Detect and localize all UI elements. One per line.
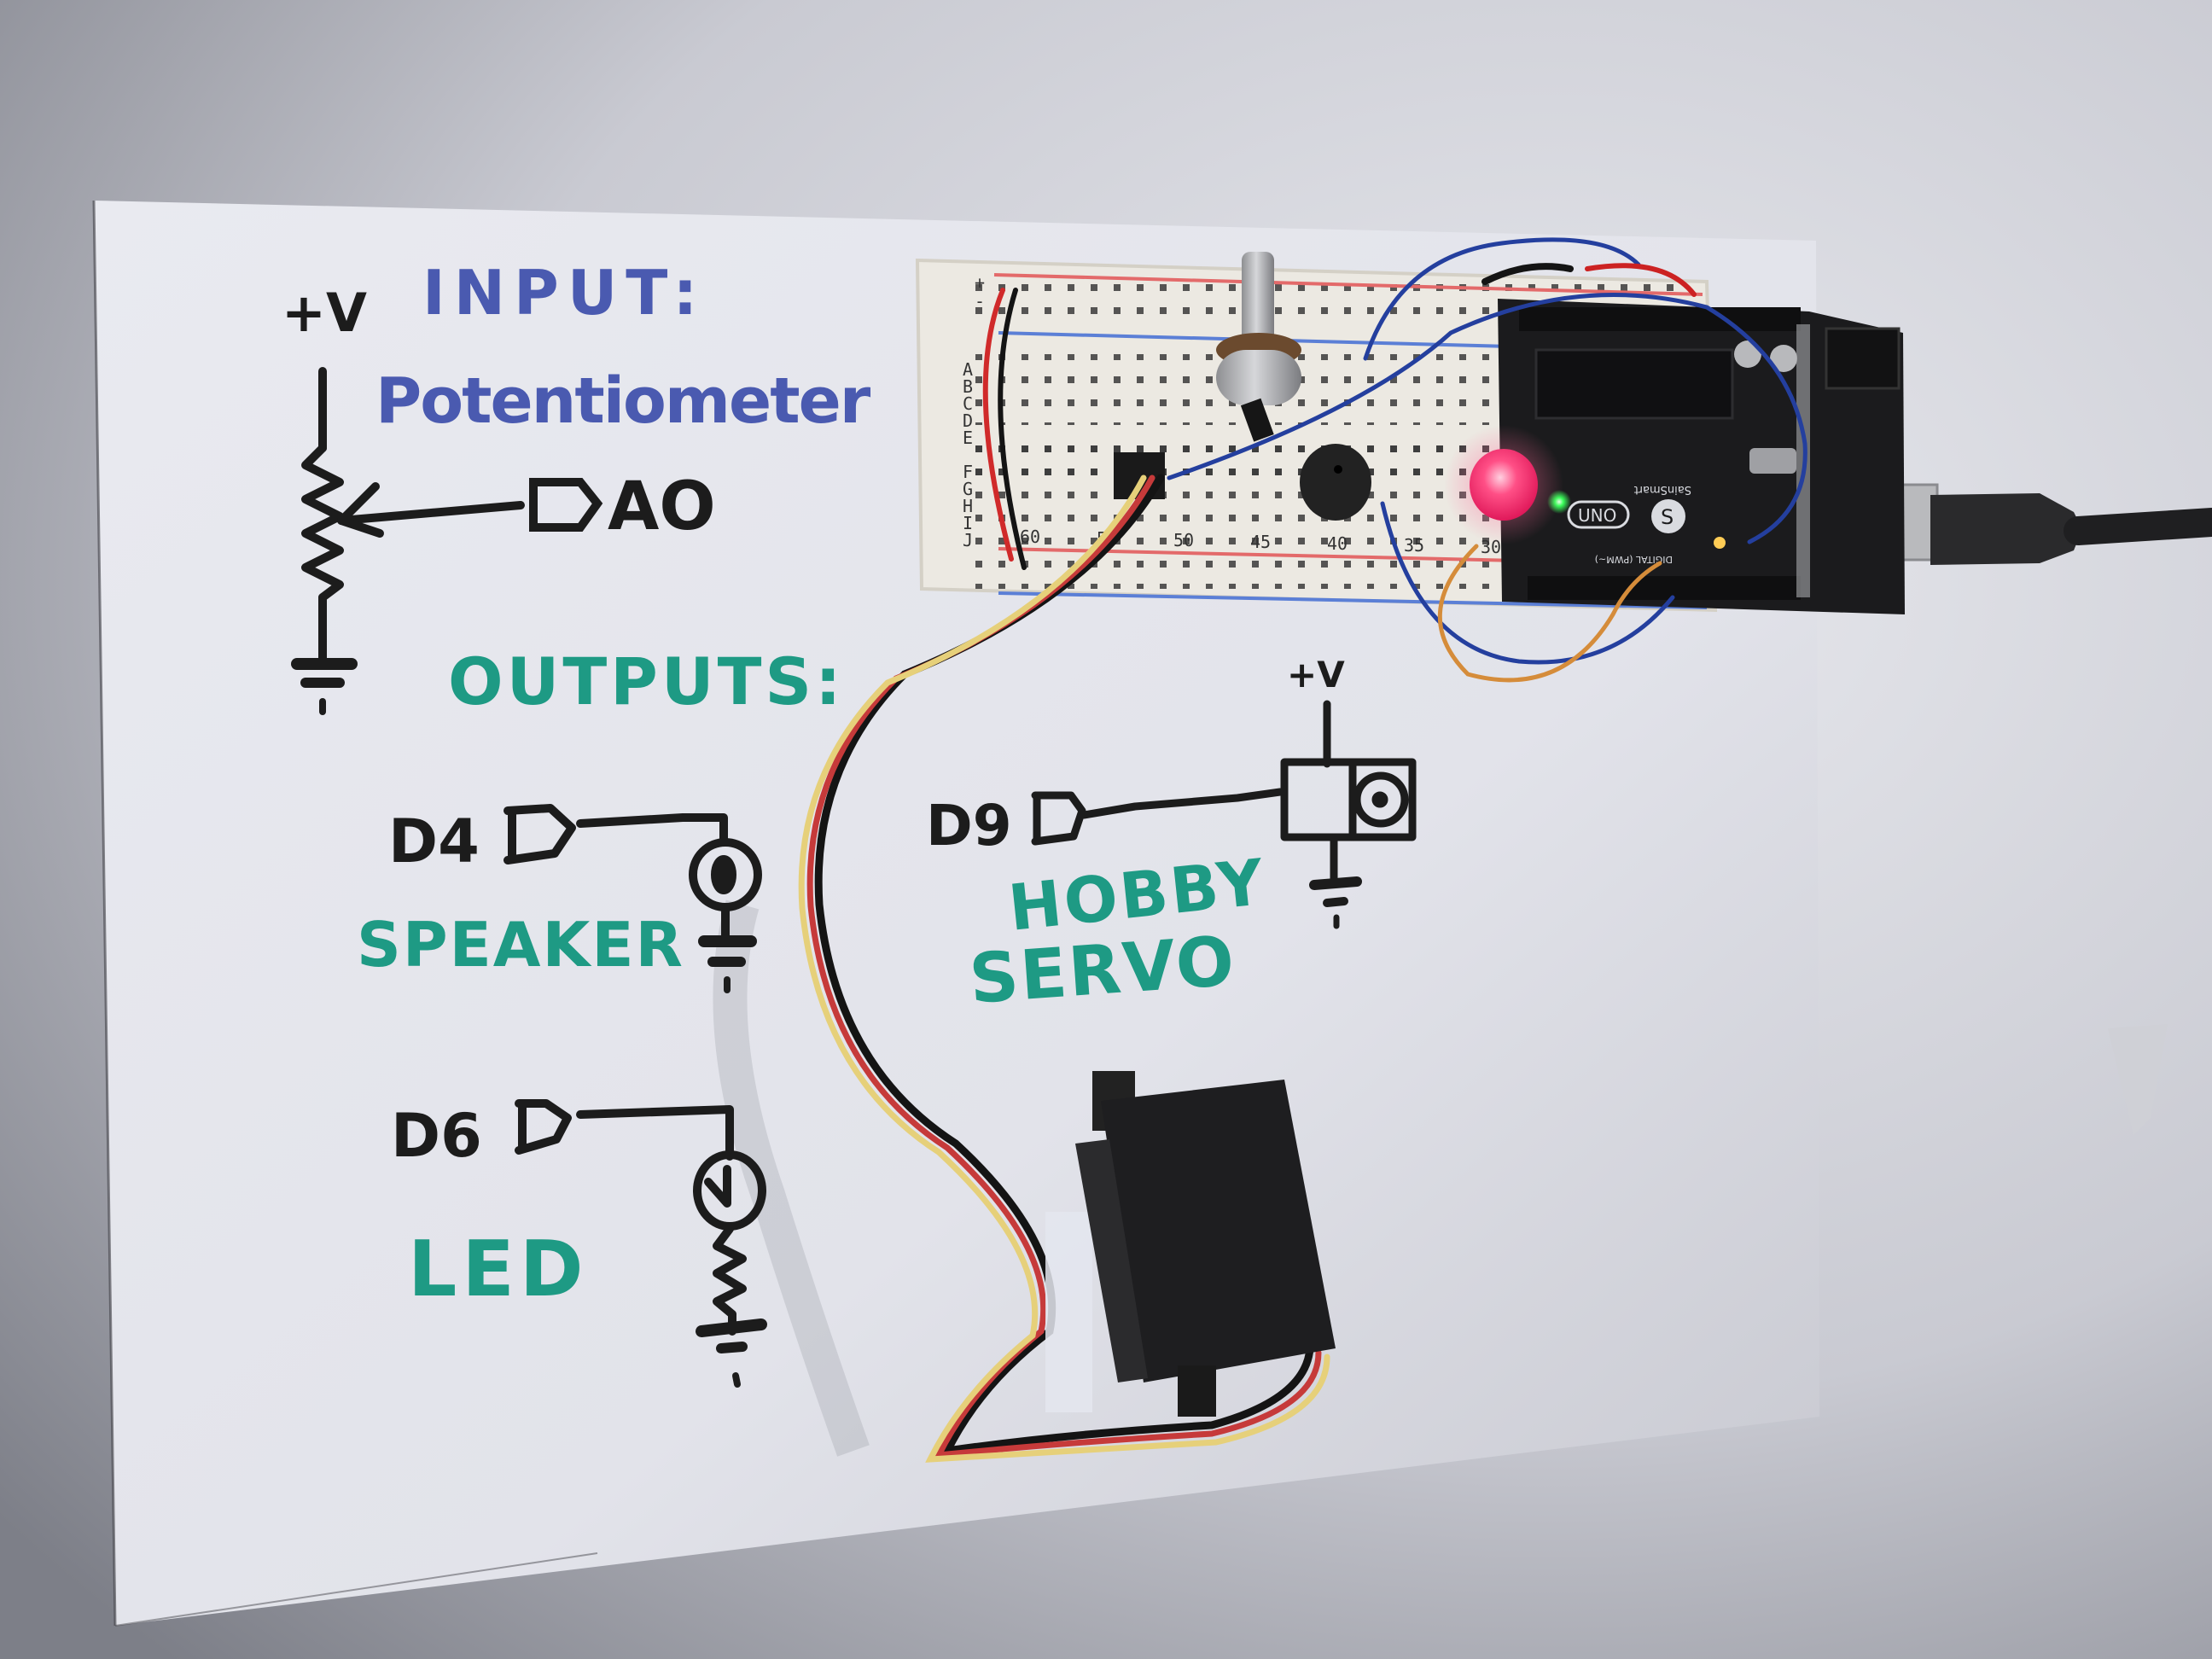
red-led-dome bbox=[1470, 449, 1538, 521]
speaker-label: SPEAKER bbox=[357, 909, 684, 981]
servo-supply-label: +V bbox=[1287, 654, 1345, 696]
buzzer-body bbox=[1300, 444, 1371, 521]
black-jumper-wire bbox=[998, 288, 1027, 570]
blue-wire-pot bbox=[1363, 237, 1641, 361]
breadboard-top-plus-stripe bbox=[993, 273, 1703, 296]
blue-wire-buzzer bbox=[1380, 501, 1675, 665]
arduino-board: UNO S SainSmart DIGITAL (PWM~) bbox=[1498, 299, 1905, 614]
red-led bbox=[1444, 425, 1563, 544]
servo-pin-label: D9 bbox=[926, 793, 1012, 859]
paper-left-edge bbox=[92, 200, 117, 1627]
board-top-header bbox=[1519, 307, 1801, 331]
column-number: 60 bbox=[1020, 527, 1040, 547]
paper-bottom-edge bbox=[114, 1552, 598, 1627]
board-brand: SainSmart bbox=[1634, 483, 1691, 496]
column-number: 35 bbox=[1404, 535, 1424, 556]
pot-shaft bbox=[1242, 252, 1274, 346]
row-letter: C bbox=[963, 393, 973, 414]
uno-badge: UNO bbox=[1578, 505, 1616, 526]
breadboard-bottom-minus-stripe bbox=[998, 591, 1708, 609]
blue-wire-signal bbox=[1167, 293, 1807, 544]
status-led-amber bbox=[1714, 537, 1726, 549]
servo-label-line2: SERVO bbox=[967, 921, 1238, 1019]
led-pin-label: D6 bbox=[391, 1101, 482, 1171]
servo-connector bbox=[1114, 452, 1165, 499]
pot-supply-label: +V bbox=[282, 282, 367, 344]
rail-plus-label: + bbox=[975, 272, 985, 293]
pot-body bbox=[1216, 350, 1301, 405]
input-heading: INPUT: bbox=[422, 257, 706, 329]
row-letter: B bbox=[963, 376, 973, 397]
usb-cord bbox=[2064, 508, 2212, 545]
pot-leg bbox=[1240, 398, 1274, 442]
speaker-pin-label: D4 bbox=[388, 806, 480, 876]
brand-logo-circle bbox=[1651, 499, 1685, 533]
red-wire-5v bbox=[1585, 263, 1697, 297]
servo-symbol bbox=[1031, 700, 1417, 929]
column-number: 45 bbox=[1250, 532, 1271, 552]
row-letter: H bbox=[963, 496, 973, 516]
input-subheading: Potentiometer bbox=[375, 364, 871, 438]
buzzer-hole bbox=[1334, 465, 1342, 474]
servo-body bbox=[1101, 1080, 1336, 1382]
row-letter: D bbox=[963, 410, 973, 431]
column-number: 50 bbox=[1173, 530, 1194, 550]
jumper-wires bbox=[982, 237, 1807, 683]
input-section: +V INPUT: Potentiometer AO bbox=[282, 257, 873, 715]
row-letter: F bbox=[963, 462, 973, 482]
row-letter: J bbox=[963, 530, 973, 550]
row-letter: E bbox=[963, 428, 973, 448]
outputs-heading: OUTPUTS: bbox=[448, 643, 845, 719]
row-letter: G bbox=[963, 479, 973, 499]
orange-wire-led bbox=[1438, 544, 1662, 683]
ao-port-symbol bbox=[529, 478, 603, 532]
servo-wire-yellow bbox=[798, 474, 1330, 1463]
servo-motor bbox=[1045, 1071, 1336, 1417]
black-wire-gnd bbox=[1481, 263, 1574, 285]
capacitor bbox=[1770, 345, 1797, 372]
pot-pin-label: AO bbox=[608, 469, 716, 545]
tape-fragment bbox=[2108, 1024, 2168, 1135]
servo-bottom-tab bbox=[1178, 1365, 1216, 1417]
breadboard-row-letters: A B C D E F G H I J bbox=[963, 359, 973, 550]
rail-minus-label: - bbox=[975, 291, 985, 311]
led-symbol bbox=[515, 1099, 767, 1388]
led-label: LED bbox=[408, 1225, 589, 1314]
power-jack bbox=[1825, 327, 1901, 390]
led-section: D6 LED bbox=[391, 1099, 767, 1388]
servo-mount-flange bbox=[1075, 1139, 1148, 1382]
uno-badge-outline bbox=[1567, 500, 1630, 529]
potentiometer-symbol bbox=[291, 367, 525, 715]
board-chip bbox=[1534, 348, 1734, 420]
potentiometer bbox=[1216, 252, 1301, 442]
column-number: 40 bbox=[1327, 533, 1348, 554]
capacitor bbox=[1734, 341, 1761, 368]
brand-logo-letter: S bbox=[1661, 505, 1674, 529]
board-bottom-header bbox=[1528, 576, 1801, 600]
speaker-section: D4 SPEAKER bbox=[357, 804, 762, 993]
red-jumper-wire bbox=[982, 288, 1014, 562]
usb-plug-body bbox=[1930, 493, 2082, 565]
speaker-symbol bbox=[504, 804, 762, 993]
buzzer bbox=[1300, 444, 1371, 521]
row-letter: I bbox=[963, 513, 973, 533]
servo-horn-clear bbox=[1045, 1212, 1092, 1412]
servo-cable bbox=[798, 474, 1330, 1463]
board-header-label: DIGITAL (PWM~) bbox=[1595, 554, 1673, 565]
row-letter: A bbox=[963, 359, 973, 380]
crystal bbox=[1749, 448, 1796, 474]
